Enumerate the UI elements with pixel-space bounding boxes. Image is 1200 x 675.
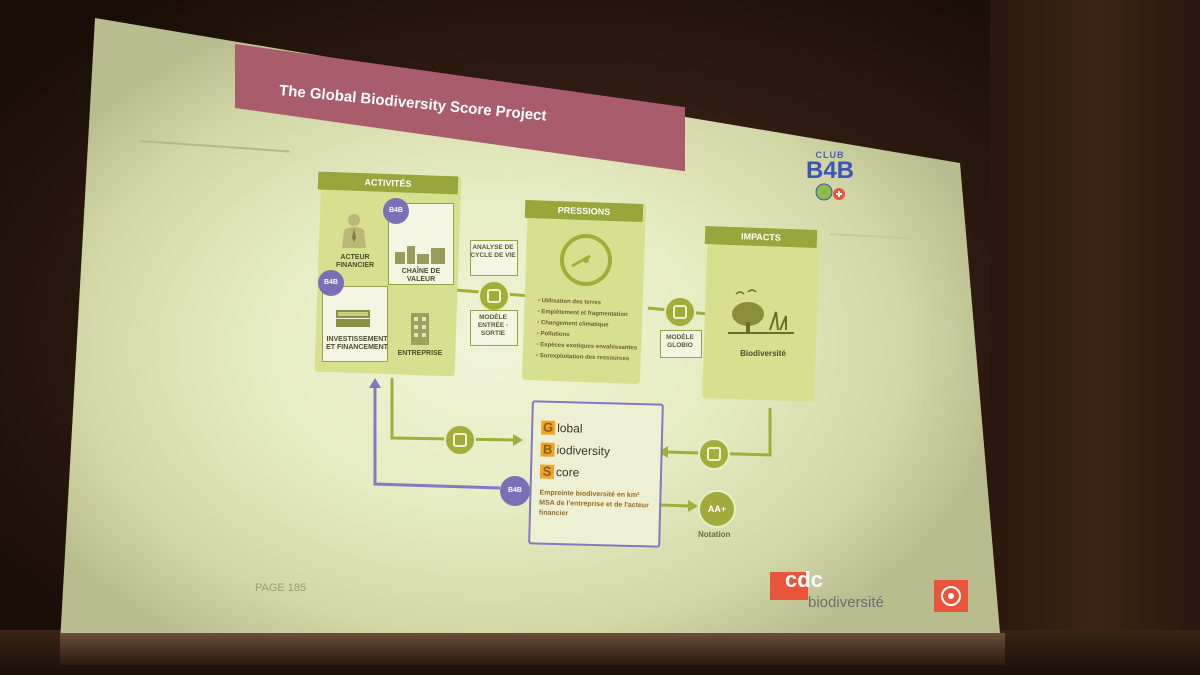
logo-divider (923, 574, 924, 616)
investissement-label: INVESTISSEMENT ET FINANCEMENT (326, 336, 388, 351)
biodiversity-landscape-icon (728, 289, 794, 334)
analyse-cycle-vie-label: ANALYSE DE CYCLE DE VIE (470, 244, 516, 259)
gbs-letter-b: B (540, 442, 555, 457)
biodiversite-label: Biodiversité (740, 349, 786, 358)
building-icon (411, 313, 429, 345)
page-number: PAGE 185 (255, 582, 307, 594)
gbs-word-biodiversity: iodiversity (556, 442, 611, 459)
pression-item: Empiètement et fragmentation (537, 309, 657, 319)
modele-entree-sortie-label: MODÈLE ENTRÉE - SORTIE (477, 314, 509, 337)
gbs-word-score: core (555, 464, 580, 480)
cdc-logo-block (770, 572, 808, 600)
screen-bottom-edge (60, 633, 1005, 665)
modele-globio-label: MODÈLE GLOBIO (666, 334, 694, 349)
globio-grid-icon (664, 296, 696, 328)
analyse-grid-icon (478, 280, 510, 312)
gbs-letter-g: G (541, 419, 556, 435)
b4b-badge-top: B4B (383, 198, 409, 224)
pression-item: Changement climatique (537, 320, 657, 330)
impacts-header: IMPACTS (704, 226, 818, 248)
pression-item: Surexploitation des ressources (536, 353, 656, 363)
modele-globio-box (660, 330, 702, 358)
gauge-icon (560, 234, 612, 286)
rating-badge: AA+ (698, 490, 736, 528)
groupe-cdc-logo (934, 580, 968, 612)
b4b-badge-left: B4B (318, 270, 344, 296)
club-b4b-logo: CLUB B4B (795, 150, 865, 207)
gbs-description: Empreinte biodiversité en km² MSA de l'e… (538, 489, 649, 518)
loop-grid-icon-right (698, 438, 730, 470)
money-stack-icon (336, 310, 370, 327)
analyse-cycle-vie-box (470, 240, 518, 276)
chaine-valeur-label: CHAÎNE DE VALEUR (401, 268, 441, 283)
pression-item: Pollutions (537, 331, 657, 341)
modele-entree-sortie-box (470, 310, 518, 346)
chaine-valeur-icon (395, 246, 445, 264)
b4b-badge-gbs: B4B (500, 476, 530, 506)
club-b4b-text: B4B (805, 157, 854, 184)
gbs-box: G lobal B iodiversity S core Empreinte b… (528, 400, 664, 548)
gbs-letter-s: S (539, 464, 555, 479)
gbs-word-global: lobal (557, 420, 583, 436)
room-wall (990, 0, 1200, 675)
acteur-financier-label: ACTEUR FINANCIER (335, 254, 375, 269)
cdc-logo-text: cdc (785, 567, 823, 592)
loop-grid-icon-left (444, 424, 476, 456)
rating-label: Notation (698, 530, 731, 539)
entreprise-label: ENTREPRISE (397, 350, 443, 357)
groupe-emblem-icon (941, 586, 961, 606)
club-label: CLUB (815, 150, 845, 160)
acteur-financier-icon (342, 214, 366, 248)
pressions-list: Utilisation des terres Empiètement et fr… (536, 298, 658, 368)
biodiversite-logo-text: biodiversité (808, 594, 884, 611)
pression-item: Espèces exotiques envahissantes (536, 342, 656, 352)
globe-plus-icon (815, 183, 845, 201)
